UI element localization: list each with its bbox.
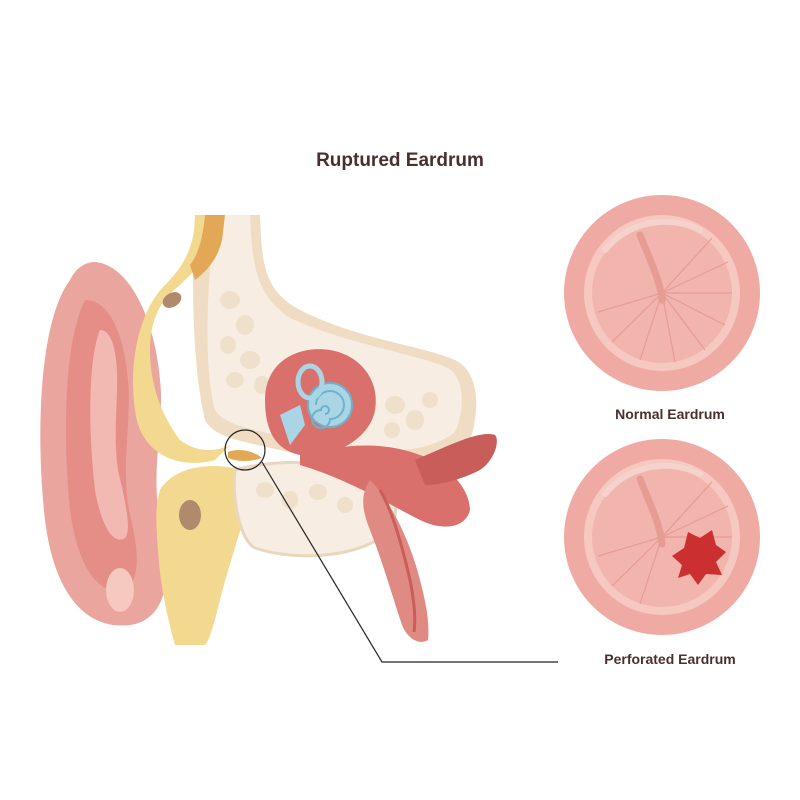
leader-line <box>261 461 558 663</box>
eustachian-tube <box>363 480 429 642</box>
canal-tissue-lower <box>156 466 255 645</box>
perforated-eardrum-label: Perforated Eardrum <box>604 651 736 667</box>
diagram-title: Ruptured Eardrum <box>316 150 484 171</box>
perforated-eardrum <box>564 439 760 635</box>
magnifier-circle <box>224 429 266 471</box>
normal-eardrum <box>564 195 760 391</box>
cochlea <box>280 363 353 445</box>
canal-tissue-upper <box>133 215 230 463</box>
normal-eardrum-label: Normal Eardrum <box>615 406 725 422</box>
eardrum-membrane <box>228 450 262 461</box>
perforation-hole <box>672 530 726 585</box>
